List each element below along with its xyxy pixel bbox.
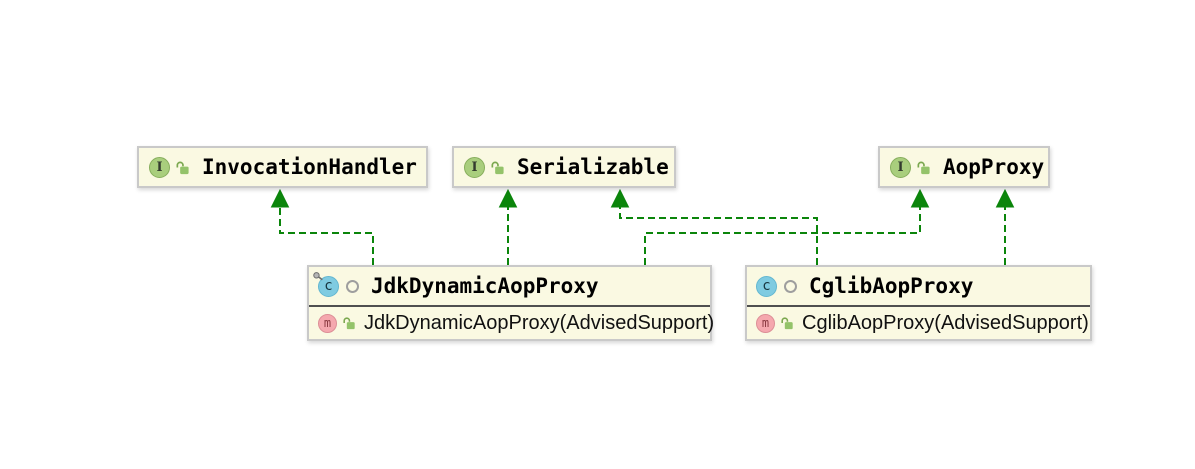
unlocked-public-icon <box>490 160 505 175</box>
interface-icon: I <box>890 156 911 178</box>
node-separator <box>309 305 710 307</box>
method-icon: m <box>318 313 337 333</box>
unlocked-public-icon <box>916 160 931 175</box>
constructor-row[interactable]: m JdkDynamicAopProxy(AdvisedSupport) <box>309 307 714 339</box>
interface-node-serializable[interactable]: I Serializable <box>452 146 676 188</box>
method-icon: m <box>756 313 775 333</box>
class-icon: c <box>318 275 339 297</box>
package-private-visibility-icon <box>346 279 359 293</box>
class-icon: c <box>756 275 777 297</box>
pin-marker-icon <box>312 269 326 288</box>
node-separator <box>747 305 1090 307</box>
edge-jdkdynamicaopproxy-implements-serializable <box>498 188 518 265</box>
constructor-row[interactable]: m CglibAopProxy(AdvisedSupport) <box>747 307 1090 339</box>
class-node-jdkdynamicaopproxy[interactable]: c JdkDynamicAopProxy m JdkDynamicAopProx… <box>307 265 714 341</box>
unlocked-public-icon <box>342 316 356 330</box>
node-title: InvocationHandler <box>202 155 417 179</box>
edge-jdkdynamicaopproxy-implements-invocationhandler <box>270 188 374 265</box>
edge-cglibaopproxy-implements-serializable <box>610 188 818 265</box>
node-title: CglibAopProxy <box>809 274 974 298</box>
node-title: Serializable <box>517 155 669 179</box>
class-node-cglibaopproxy[interactable]: c CglibAopProxy m CglibAopProxy(AdvisedS… <box>745 265 1092 341</box>
constructor-signature: JdkDynamicAopProxy(AdvisedSupport) <box>364 311 715 334</box>
interface-icon: I <box>149 156 170 178</box>
node-title: JdkDynamicAopProxy <box>371 274 599 298</box>
edge-jdkdynamicaopproxy-implements-aopproxy <box>644 188 930 265</box>
node-title: AopProxy <box>943 155 1045 179</box>
interface-icon: I <box>464 156 485 178</box>
constructor-signature: CglibAopProxy(AdvisedSupport) <box>802 311 1089 334</box>
unlocked-public-icon <box>780 316 794 330</box>
unlocked-public-icon <box>175 160 190 175</box>
package-private-visibility-icon <box>784 279 797 293</box>
interface-node-aopproxy[interactable]: I AopProxy <box>878 146 1050 188</box>
edge-cglibaopproxy-implements-aopproxy <box>995 188 1015 265</box>
interface-node-invocationhandler[interactable]: I InvocationHandler <box>137 146 428 188</box>
